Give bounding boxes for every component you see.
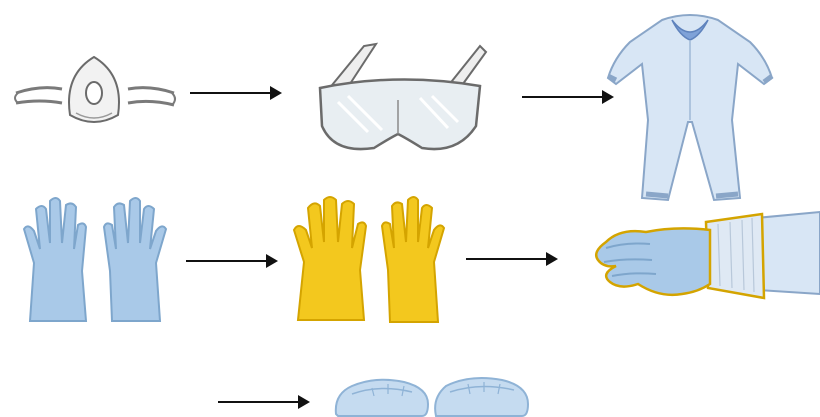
safety-goggles-icon	[308, 30, 488, 165]
arrow-inner-to-outer-gloves	[186, 254, 278, 268]
outer-yellow-gloves-icon	[292, 190, 452, 325]
inner-gloves-icon	[20, 193, 170, 323]
arrow-mask-to-goggles	[190, 86, 282, 100]
respirator-mask-icon	[10, 45, 180, 140]
arrow-outer-gloves-to-sleeve	[466, 252, 558, 266]
arrow-to-shoe-covers	[218, 395, 310, 409]
gloved-sleeve-icon	[586, 208, 820, 308]
protective-coverall-icon	[600, 2, 780, 207]
shoe-covers-icon	[332, 374, 532, 417]
